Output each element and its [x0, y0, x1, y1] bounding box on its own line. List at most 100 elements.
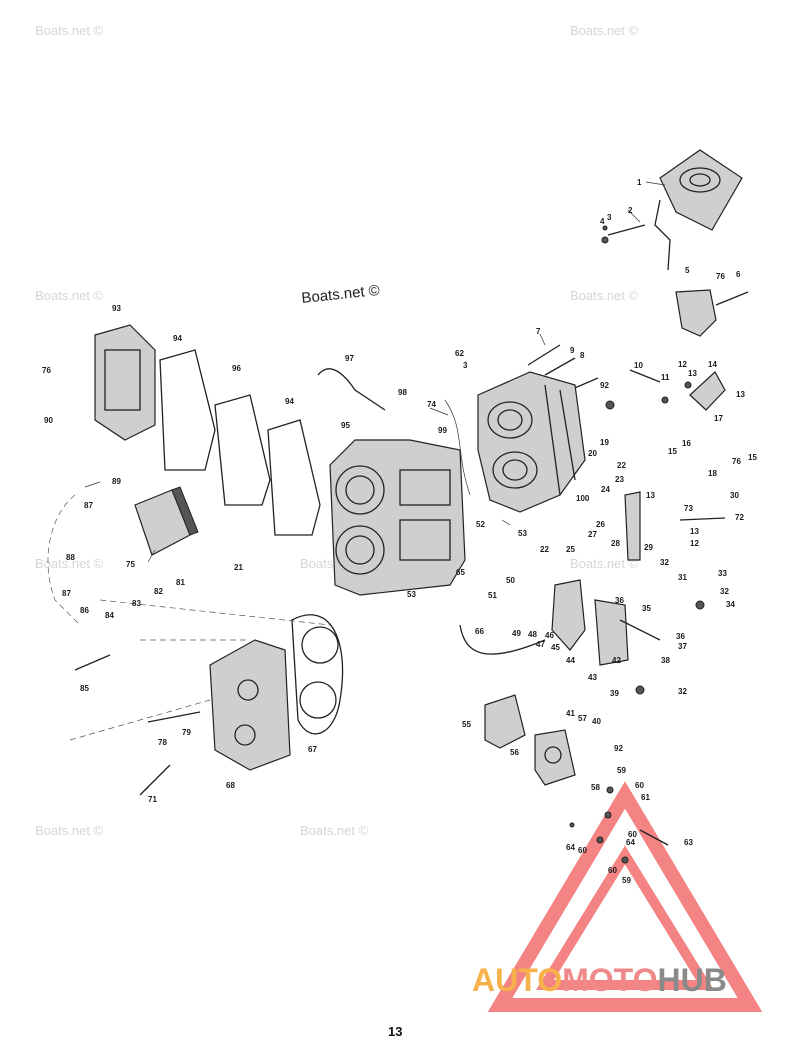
- watermark: Boats.net ©: [570, 556, 639, 571]
- hardware-cluster: [569, 786, 669, 864]
- callout: 92: [614, 744, 623, 753]
- callout: 60: [578, 846, 587, 855]
- callout: 32: [720, 587, 729, 596]
- callout: 25: [566, 545, 575, 554]
- callout: 100: [576, 494, 590, 503]
- intake-plate-group: [601, 149, 749, 337]
- callout: 95: [341, 421, 350, 430]
- watermark-main: Boats.net ©: [301, 282, 381, 307]
- callout: 59: [617, 766, 626, 775]
- callout: 22: [617, 461, 626, 470]
- callout: 60: [628, 830, 637, 839]
- callout: 13: [646, 491, 655, 500]
- callout: 49: [512, 629, 521, 638]
- callout: 96: [232, 364, 241, 373]
- callout: 87: [62, 589, 71, 598]
- callout: 83: [132, 599, 141, 608]
- callout: 81: [176, 578, 185, 587]
- callout: 99: [438, 426, 447, 435]
- callout: 2: [628, 206, 633, 215]
- callout: 94: [173, 334, 182, 343]
- cylinder-head: [209, 614, 344, 771]
- callout: 42: [612, 656, 621, 665]
- callout: 68: [226, 781, 235, 790]
- callout: 39: [610, 689, 619, 698]
- callout: 9: [570, 346, 575, 355]
- callout: 88: [66, 553, 75, 562]
- callout: 72: [735, 513, 744, 522]
- callout: 53: [518, 529, 527, 538]
- callout: 44: [566, 656, 575, 665]
- watermark: Boats.net ©: [570, 288, 639, 303]
- callout: 16: [682, 439, 691, 448]
- callout: 75: [126, 560, 135, 569]
- callout: 41: [566, 709, 575, 718]
- callout: 82: [154, 587, 163, 596]
- wire-88: [47, 494, 81, 626]
- callout: 38: [661, 656, 670, 665]
- callout: 62: [455, 349, 464, 358]
- callout: 22: [540, 545, 549, 554]
- callout: 13: [736, 390, 745, 399]
- fuel-pump: [484, 694, 576, 786]
- callout: 97: [345, 354, 354, 363]
- callout: 37: [678, 642, 687, 651]
- callout: 93: [112, 304, 121, 313]
- callout: 51: [488, 591, 497, 600]
- callout: 50: [506, 576, 515, 585]
- watermark: Boats.net ©: [35, 23, 104, 38]
- callout: 15: [668, 447, 677, 456]
- page-number: 13: [388, 1024, 403, 1039]
- callout: 28: [611, 539, 620, 548]
- callout: 52: [476, 520, 485, 529]
- callout: 90: [44, 416, 53, 425]
- callout: 55: [462, 720, 471, 729]
- logo-triangle: [487, 781, 763, 1012]
- crankcase: [477, 371, 586, 513]
- callout: 6: [736, 270, 741, 279]
- callout: 57: [578, 714, 587, 723]
- bolt-78: [147, 711, 201, 723]
- callout: 73: [684, 504, 693, 513]
- callout: 11: [661, 373, 670, 382]
- callout: 58: [591, 783, 600, 792]
- callout: 23: [615, 475, 624, 484]
- logo-part-hub: HUB: [657, 962, 727, 998]
- callout: 94: [285, 397, 294, 406]
- watermark: Boats.net ©: [300, 823, 369, 838]
- watermark: Boats.net ©: [35, 823, 104, 838]
- callout: 64: [566, 843, 575, 852]
- callout: 1: [637, 178, 642, 187]
- callout: 21: [234, 563, 243, 572]
- callout: 12: [678, 360, 687, 369]
- callout: 43: [588, 673, 597, 682]
- logo-part-moto: MOTO: [562, 962, 658, 998]
- spark-plug: [139, 764, 171, 796]
- assembly-line: [69, 699, 211, 741]
- callout: 74: [427, 400, 436, 409]
- callout: 46: [545, 631, 554, 640]
- ignition-pack: [134, 486, 199, 556]
- hose-97: [317, 368, 386, 411]
- callout: 76: [732, 457, 741, 466]
- callout: 32: [660, 558, 669, 567]
- callout: 4: [600, 217, 605, 226]
- callout: 84: [105, 611, 114, 620]
- automotohub-logo: AUTOMOTOHUB: [472, 962, 727, 999]
- callout: 45: [551, 643, 560, 652]
- callout: 79: [182, 728, 191, 737]
- callout: 63: [684, 838, 693, 847]
- callout: 32: [678, 687, 687, 696]
- cylinder-block: [329, 439, 466, 596]
- callout: 10: [634, 361, 643, 370]
- bolts-linkage-group: [527, 344, 726, 411]
- callout: 13: [690, 527, 699, 536]
- callout: 12: [690, 539, 699, 548]
- hose-66: [459, 624, 546, 655]
- watermark: Boats.net ©: [35, 556, 104, 571]
- bolt-85: [74, 654, 111, 671]
- callout: 89: [112, 477, 121, 486]
- callout: 35: [642, 604, 651, 613]
- callout: 61: [641, 793, 650, 802]
- callout: 18: [708, 469, 717, 478]
